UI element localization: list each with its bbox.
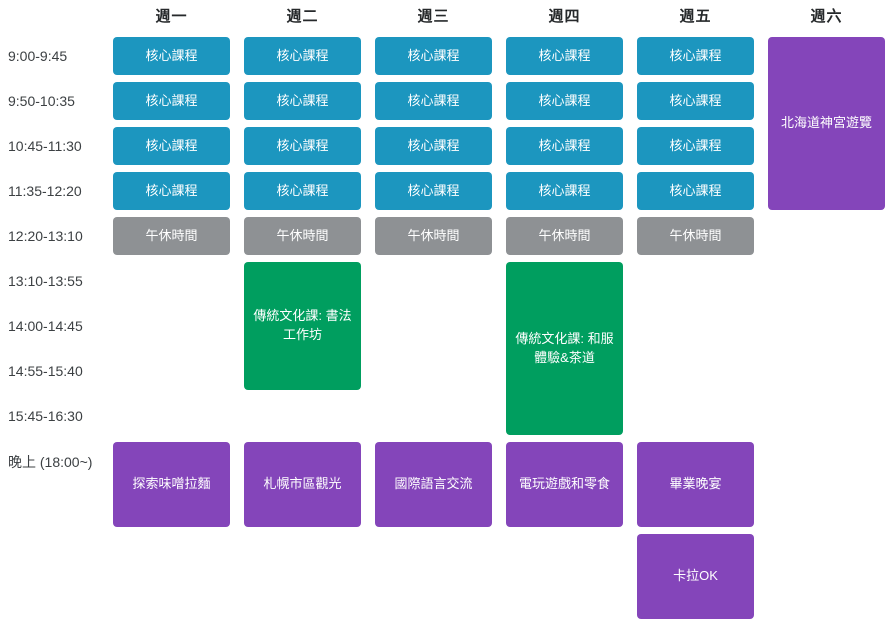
event-activity: 探索味噌拉麵 — [113, 442, 230, 527]
event-lunch: 午休時間 — [375, 217, 492, 255]
event-activity: 畢業晚宴 — [637, 442, 754, 527]
event-core: 核心課程 — [113, 172, 230, 210]
event-activity: 卡拉OK — [637, 534, 754, 619]
day-header-wed: 週三 — [417, 7, 450, 25]
event-core: 核心課程 — [506, 172, 623, 210]
event-activity: 國際語言交流 — [375, 442, 492, 527]
event-culture: 傳統文化課: 和服 體驗&茶道 — [506, 262, 623, 435]
event-core: 核心課程 — [113, 127, 230, 165]
event-activity: 北海道神宮遊覽 — [768, 37, 885, 210]
event-activity: 札幌市區觀光 — [244, 442, 361, 527]
time-label: 9:50-10:35 — [8, 93, 75, 109]
time-label: 15:45-16:30 — [8, 408, 83, 424]
event-lunch: 午休時間 — [637, 217, 754, 255]
event-core: 核心課程 — [375, 82, 492, 120]
event-core: 核心課程 — [244, 37, 361, 75]
event-core: 核心課程 — [375, 127, 492, 165]
event-core: 核心課程 — [244, 127, 361, 165]
event-lunch: 午休時間 — [244, 217, 361, 255]
event-lunch: 午休時間 — [113, 217, 230, 255]
event-core: 核心課程 — [506, 82, 623, 120]
day-header-sat: 週六 — [810, 7, 843, 25]
time-label: 13:10-13:55 — [8, 273, 83, 289]
time-label: 11:35-12:20 — [8, 183, 82, 199]
day-header-fri: 週五 — [679, 7, 712, 25]
event-lunch: 午休時間 — [506, 217, 623, 255]
event-core: 核心課程 — [637, 127, 754, 165]
event-core: 核心課程 — [506, 37, 623, 75]
time-label: 14:00-14:45 — [8, 318, 83, 334]
day-header-thu: 週四 — [548, 7, 581, 25]
event-core: 核心課程 — [244, 82, 361, 120]
time-label: 9:00-9:45 — [8, 48, 68, 64]
event-core: 核心課程 — [506, 127, 623, 165]
event-core: 核心課程 — [375, 172, 492, 210]
event-core: 核心課程 — [244, 172, 361, 210]
event-core: 核心課程 — [637, 82, 754, 120]
time-label: 14:55-15:40 — [8, 363, 83, 379]
event-core: 核心課程 — [637, 37, 754, 75]
event-culture: 傳統文化課: 書法 工作坊 — [244, 262, 361, 390]
day-header-tue: 週二 — [286, 7, 319, 25]
event-activity: 電玩遊戲和零食 — [506, 442, 623, 527]
time-label: 12:20-13:10 — [8, 228, 83, 244]
event-core: 核心課程 — [375, 37, 492, 75]
time-label: 晚上 (18:00~) — [8, 454, 93, 470]
day-header-mon: 週一 — [155, 7, 188, 25]
time-label: 10:45-11:30 — [8, 138, 82, 154]
event-core: 核心課程 — [113, 82, 230, 120]
event-core: 核心課程 — [637, 172, 754, 210]
event-core: 核心課程 — [113, 37, 230, 75]
